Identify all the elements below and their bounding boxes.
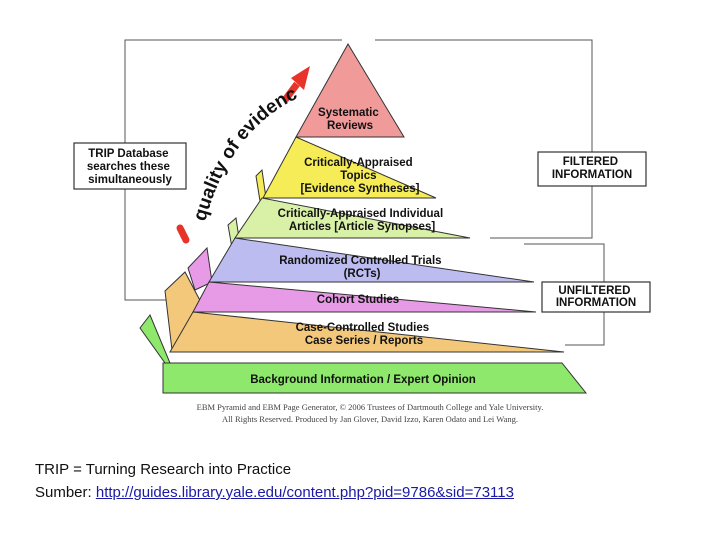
level-cohort	[192, 281, 537, 313]
trip-definition: TRIP = Turning Research into Practice	[35, 461, 292, 478]
svg-text:All Rights Reserved. Produced: All Rights Reserved. Produced by Jan Glo…	[222, 414, 518, 424]
level-rct	[208, 237, 535, 283]
filtered-bracket-top	[375, 39, 593, 152]
svg-text:FILTERED INFORMATION: FILTERED INFORMATION	[552, 156, 632, 181]
svg-text:TRIP Database searches t: TRIP Database searches these simultaneou…	[87, 148, 173, 186]
arrow-tail-icon	[176, 224, 190, 244]
unfiltered-bracket-top	[524, 243, 605, 282]
copyright-text: EBM Pyramid and EBM Page Generator, © 20…	[197, 402, 544, 424]
level-systematic	[295, 43, 405, 138]
level-text-cai: Critically-Appraised Individual Articles…	[278, 208, 447, 233]
trip-database-box: TRIP Database searches these simultaneou…	[73, 142, 187, 190]
side-face-background	[139, 314, 171, 364]
unfiltered-information-box: UNFILTERED INFORMATION	[541, 281, 651, 313]
filtered-bracket-bottom	[490, 186, 593, 239]
svg-text:EBM Pyramid and EBM Page Gener: EBM Pyramid and EBM Page Generator, © 20…	[197, 402, 544, 412]
pyramid-levels	[162, 43, 588, 394]
level-text-rct: Randomized Controlled Trials (RCTs)	[279, 255, 445, 280]
arrow-head-icon	[291, 66, 310, 90]
source-link[interactable]: http://guides.library.yale.edu/content.p…	[95, 484, 514, 501]
source-prefix: Sumber:	[35, 484, 96, 501]
level-text-background: Background Information / Expert Opinion	[250, 374, 476, 386]
level-cat	[262, 136, 437, 199]
level-text-cohort: Cohort Studies	[317, 294, 399, 306]
arrow-shaft-icon	[282, 81, 300, 103]
level-text-cat: Critically-Appraised Topics [Evidence Sy…	[301, 157, 420, 195]
level-cai	[234, 197, 471, 239]
footer-line-trip: TRIP = Turning Research into Practice	[35, 461, 291, 478]
unfiltered-bracket-bottom	[565, 312, 605, 346]
filtered-information-box: FILTERED INFORMATION	[537, 151, 647, 187]
level-text-casecontrol: Case-Controlled Studies Case Series / Re…	[296, 322, 433, 347]
footer-line-source: Sumber: http://guides.library.yale.edu/c…	[35, 484, 514, 501]
quality-of-evidence-label: quality of evidence	[0, 0, 301, 223]
level-texts: Systematic Reviews Critically-Appraised …	[250, 107, 476, 386]
svg-text:UNFILTERED INFORMATION: UNFILTERED INFORMATION	[556, 285, 636, 309]
level-casecontrol	[169, 311, 565, 353]
level-text-systematic: Systematic Reviews	[318, 107, 382, 132]
level-background	[162, 362, 588, 394]
